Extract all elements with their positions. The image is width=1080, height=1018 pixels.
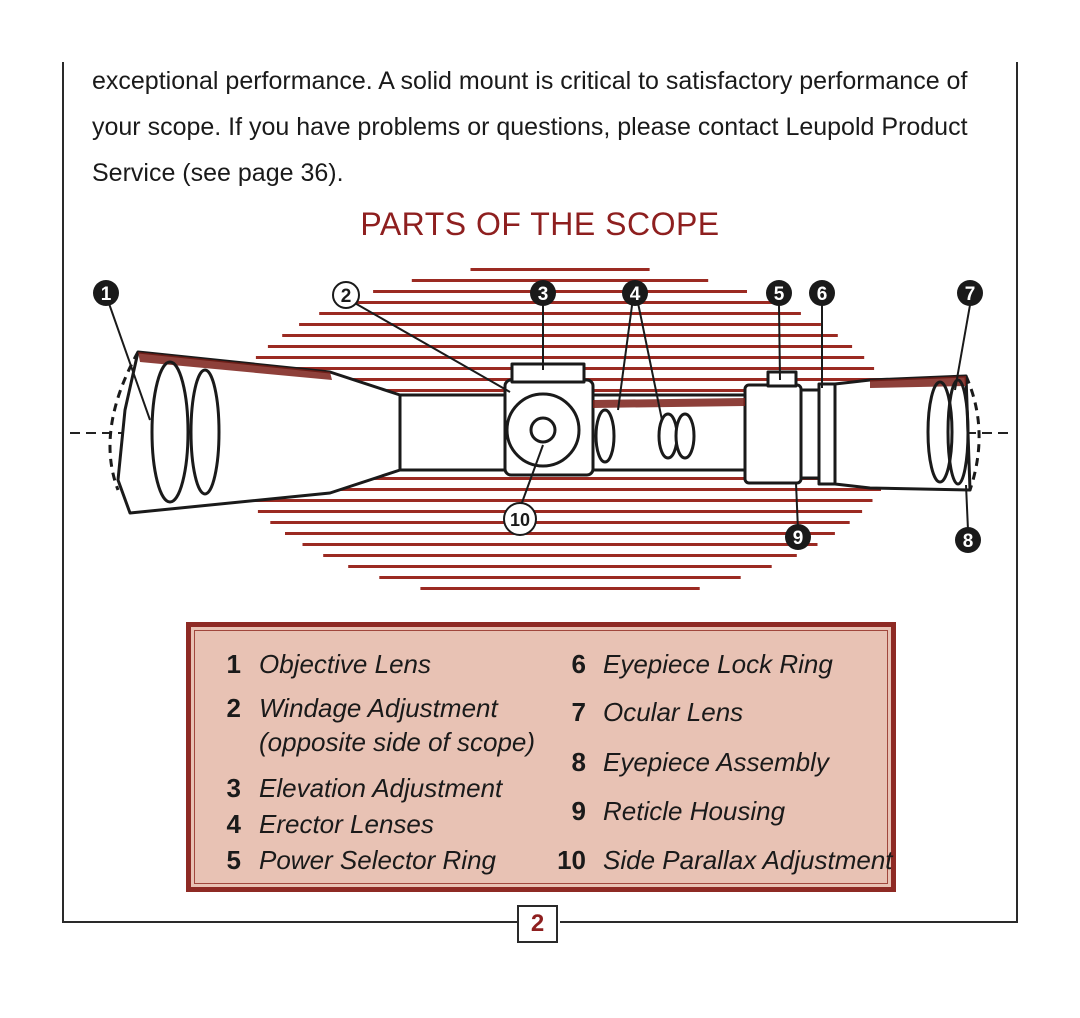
svg-text:7: 7 xyxy=(965,284,976,305)
stripe xyxy=(257,510,863,513)
stripe xyxy=(470,268,650,271)
legend-number: 4 xyxy=(226,809,241,839)
stripe xyxy=(420,587,700,590)
stripe xyxy=(299,323,821,326)
svg-text:2: 2 xyxy=(341,286,352,307)
page-frame-bottom xyxy=(62,921,518,923)
svg-text:10: 10 xyxy=(510,510,530,530)
callout-5: 5 xyxy=(766,280,792,306)
stripe xyxy=(348,565,772,568)
ocular-lens xyxy=(926,378,970,486)
page-number: 2 xyxy=(517,905,558,943)
stripe xyxy=(343,301,777,304)
callout-6: 6 xyxy=(809,280,835,306)
stripe xyxy=(379,576,741,579)
legend-label: Windage Adjustment xyxy=(259,693,498,723)
svg-text:5: 5 xyxy=(774,284,785,305)
legend-number: 1 xyxy=(226,649,241,679)
parts-legend: 1 Objective Lens 2 Windage Adjustment (o… xyxy=(186,622,896,892)
legend-label: (opposite side of scope) xyxy=(259,727,536,757)
legend-label: Power Selector Ring xyxy=(259,845,496,875)
page-frame-left xyxy=(62,62,64,922)
stripe xyxy=(239,488,881,491)
leader-lines xyxy=(105,294,971,531)
objective-lens xyxy=(150,360,221,504)
scope-diagram: 1 2 3 4 5 6 7 8 9 10 xyxy=(70,268,1010,590)
stripe xyxy=(267,345,853,348)
legend-label: Eyepiece Assembly xyxy=(603,747,829,777)
scope-body xyxy=(108,350,981,515)
callout-1: 1 xyxy=(93,280,119,306)
callout-2: 2 xyxy=(332,281,360,309)
stripe xyxy=(319,312,801,315)
svg-text:8: 8 xyxy=(963,531,974,552)
legend-number: 5 xyxy=(226,845,241,875)
section-title: PARTS OF THE SCOPE xyxy=(360,206,720,242)
svg-text:6: 6 xyxy=(817,284,828,305)
stripe xyxy=(247,499,873,502)
stripe xyxy=(302,543,818,546)
cutaway-hatch xyxy=(138,352,966,408)
stripe xyxy=(270,521,850,524)
callout-10: 10 xyxy=(503,502,537,536)
legend-number: 2 xyxy=(226,693,241,723)
callout-4: 4 xyxy=(622,280,648,306)
svg-text:3: 3 xyxy=(538,284,549,305)
legend-number: 8 xyxy=(571,747,586,777)
stripe xyxy=(285,532,835,535)
legend-number: 9 xyxy=(571,796,586,826)
stripe xyxy=(323,554,797,557)
legend-number: 10 xyxy=(557,845,586,875)
stripe xyxy=(282,334,838,337)
legend-label: Eyepiece Lock Ring xyxy=(603,649,833,679)
callout-3: 3 xyxy=(530,280,556,306)
legend-label: Erector Lenses xyxy=(259,809,434,839)
svg-text:9: 9 xyxy=(793,528,804,549)
legend-label: Reticle Housing xyxy=(603,796,786,826)
stripe xyxy=(373,290,747,293)
legend-label: Elevation Adjustment xyxy=(259,773,503,803)
intro-paragraph: exceptional performance. A solid mount i… xyxy=(92,67,968,187)
stripe xyxy=(255,356,865,359)
page-frame-right xyxy=(1016,62,1018,922)
callout-8: 8 xyxy=(955,527,981,553)
legend-number: 7 xyxy=(571,697,586,727)
stripe xyxy=(232,477,888,480)
erector-lenses xyxy=(594,408,696,464)
legend-label: Side Parallax Adjustment xyxy=(603,845,893,875)
legend-number: 3 xyxy=(226,773,241,803)
page-frame-bottom xyxy=(560,921,1018,923)
callout-9: 9 xyxy=(785,524,811,550)
svg-text:4: 4 xyxy=(630,284,641,305)
legend-label: Objective Lens xyxy=(259,649,431,679)
legend-inner-border xyxy=(194,630,888,884)
stripe xyxy=(411,279,709,282)
legend-label: Ocular Lens xyxy=(603,697,744,727)
callout-7: 7 xyxy=(957,280,983,306)
svg-text:1: 1 xyxy=(101,284,112,305)
legend-number: 6 xyxy=(571,649,586,679)
